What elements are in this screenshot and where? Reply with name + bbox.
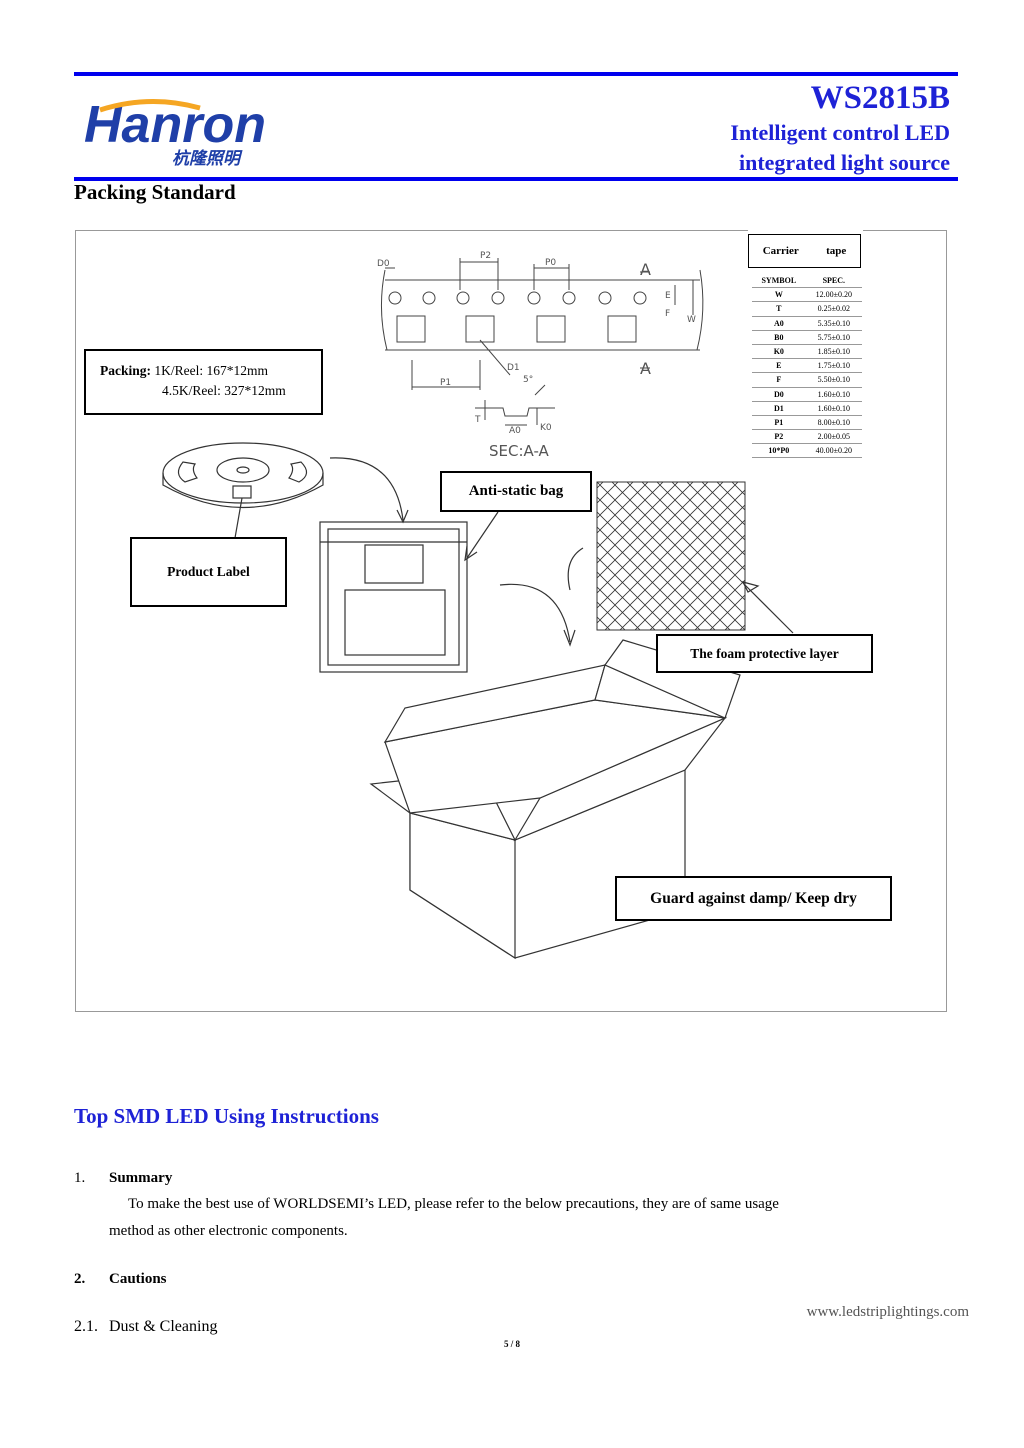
spec-symbol: D1 [752, 401, 806, 416]
tape-label-p1: P1 [440, 378, 451, 388]
spec-symbol: 10*P0 [752, 443, 806, 459]
spec-head-symbol: SYMBOL [752, 274, 806, 289]
spec-value: 1.85±0.10 [805, 344, 862, 360]
subtitle-line-2: integrated light source [738, 150, 950, 175]
company-logo: Hanron 杭隆照明 [80, 92, 295, 172]
logo-cn: 杭隆照明 [172, 149, 243, 169]
spec-symbol: F [752, 372, 806, 388]
tape-pockets [396, 315, 637, 343]
foam-layer-drawing [596, 481, 746, 631]
item-2-1-title: Dust & Cleaning [109, 1318, 218, 1335]
packing-label: Packing: [100, 363, 152, 378]
packing-line-2: 4.5K/Reel: 327*12mm [162, 383, 286, 398]
tape-label-a0: A0 [509, 426, 521, 436]
spec-value: 0.25±0.02 [805, 301, 862, 317]
spec-value: 8.00±0.10 [805, 415, 862, 431]
spec-value: 5.35±0.10 [805, 316, 862, 331]
tape-label-a-bottom: A [640, 359, 651, 378]
spec-symbol: D0 [752, 387, 806, 402]
carrier-tape-title-right: tape [826, 245, 847, 257]
spec-symbol: T [752, 301, 806, 317]
tape-label-w: W [687, 315, 696, 325]
item-2-1-number: 2.1. [74, 1318, 98, 1335]
instructions-title: Top SMD LED Using Instructions [74, 1104, 379, 1128]
carrier-tape-title: Carrier tape [748, 234, 861, 268]
spec-symbol: W [752, 287, 806, 303]
spec-symbol: A0 [752, 316, 806, 331]
item-1-number: 1. [74, 1170, 86, 1186]
tape-label-d0: D0 [377, 259, 390, 269]
item-2-number: 2. [74, 1271, 86, 1287]
spec-value: 5.50±0.10 [805, 372, 862, 388]
tape-label-d1: D1 [507, 363, 520, 373]
page-number: 5 / 8 [503, 1339, 520, 1349]
item-2-title: Cautions [109, 1271, 167, 1287]
tape-label-a-top: A [640, 260, 651, 279]
spec-value: 12.00±0.20 [805, 287, 862, 303]
spec-symbol: K0 [752, 344, 806, 360]
section-title: Packing Standard [74, 180, 236, 204]
tape-label-angle: 5° [523, 375, 533, 385]
header-top-rule [74, 72, 958, 76]
tape-label-p0: P0 [545, 258, 556, 268]
product-label-box: Product Label [130, 537, 287, 607]
header-bottom-rule [74, 177, 958, 181]
anti-static-bag-drawing [319, 521, 468, 673]
footer-url[interactable]: www.ledstriplightings.com [806, 1304, 969, 1320]
packing-line-1: 1K/Reel: 167*12mm [154, 363, 269, 378]
spec-symbol: P2 [752, 429, 806, 445]
spec-value: 2.00±0.05 [805, 429, 862, 445]
tape-label-k0: K0 [540, 423, 552, 433]
spec-value: 40.00±0.20 [805, 443, 862, 459]
item-1-line-1: To make the best use of WORLDSEMI’s LED,… [128, 1196, 779, 1212]
tape-label-t: T [474, 415, 481, 425]
spec-head-spec: SPEC. [805, 274, 862, 289]
packing-info-box: Packing: 1K/Reel: 167*12mm 4.5K/Reel: 32… [84, 349, 323, 415]
guard-label: Guard against damp/ Keep dry [615, 876, 892, 921]
part-number: WS2815B [810, 80, 950, 116]
sprocket-holes [388, 291, 647, 305]
spec-symbol: P1 [752, 415, 806, 431]
tape-label-p2: P2 [480, 251, 491, 261]
spec-symbol: E [752, 358, 806, 374]
spec-value: 5.75±0.10 [805, 330, 862, 345]
spec-value: 1.75±0.10 [805, 358, 862, 374]
reel-drawing [162, 442, 324, 539]
spec-value: 1.60±0.10 [805, 387, 862, 402]
item-1-line-2: method as other electronic components. [109, 1223, 348, 1239]
tape-label-section: SEC:A-A [489, 442, 550, 460]
subtitle-line-1: Intelligent control LED [730, 120, 950, 145]
item-1-title: Summary [109, 1170, 173, 1186]
anti-static-bag-label: Anti-static bag [440, 471, 592, 512]
tape-label-e: E [665, 291, 671, 301]
foam-layer-label: The foam protective layer [656, 634, 873, 673]
spec-value: 1.60±0.10 [805, 401, 862, 416]
packing-diagram [75, 230, 947, 1012]
spec-symbol: B0 [752, 330, 806, 345]
tape-label-f: F [665, 309, 670, 319]
carrier-tape-title-left: Carrier [762, 245, 799, 257]
